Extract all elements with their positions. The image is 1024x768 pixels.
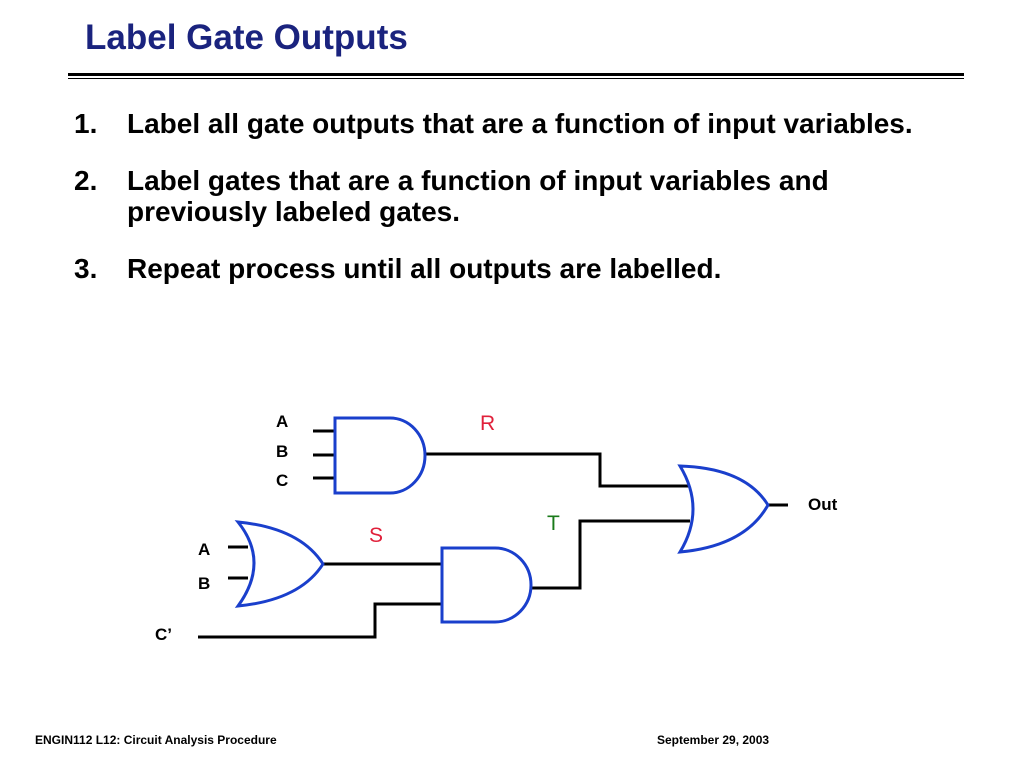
step-number: 1.: [74, 108, 98, 139]
and-gate-middle: [440, 546, 533, 624]
label-top-b: B: [276, 442, 288, 461]
gates: [234, 416, 770, 624]
title-rule-thin: [68, 78, 964, 79]
step-item: 2. Label gates that are a function of in…: [74, 165, 954, 227]
label-top-a: A: [276, 412, 288, 431]
circuit-labels: A B C A B C’ R S T Out: [155, 412, 838, 644]
footer-date: September 29, 2003: [657, 733, 770, 747]
or-gate-bottom: [234, 520, 325, 608]
step-number: 3.: [74, 253, 98, 284]
and-gate-top: [333, 416, 427, 495]
label-r: R: [480, 412, 495, 435]
title-rule-thick: [68, 73, 964, 76]
wires: [198, 429, 788, 639]
label-bottom-a: A: [198, 540, 210, 559]
label-bottom-b: B: [198, 574, 210, 593]
label-t: T: [547, 512, 560, 535]
step-text: Label gates that are a function of input…: [127, 165, 829, 227]
step-item: 1. Label all gate outputs that are a fun…: [74, 108, 954, 139]
slide-title: Label Gate Outputs: [85, 18, 408, 57]
step-item: 3. Repeat process until all outputs are …: [74, 253, 954, 284]
label-out: Out: [808, 495, 838, 514]
step-number: 2.: [74, 165, 98, 196]
wire-t: [531, 519, 690, 590]
wire-c-prime: [198, 602, 442, 639]
label-c-prime: C’: [155, 625, 172, 644]
step-text: Repeat process until all outputs are lab…: [127, 253, 722, 284]
or-gate-output: [677, 464, 770, 554]
label-s: S: [369, 524, 383, 547]
step-text: Label all gate outputs that are a functi…: [127, 108, 913, 139]
label-top-c: C: [276, 471, 288, 490]
step-list: 1. Label all gate outputs that are a fun…: [74, 108, 954, 310]
footer-course: ENGIN112 L12: Circuit Analysis Procedure: [35, 733, 277, 747]
wire-r: [423, 452, 690, 488]
